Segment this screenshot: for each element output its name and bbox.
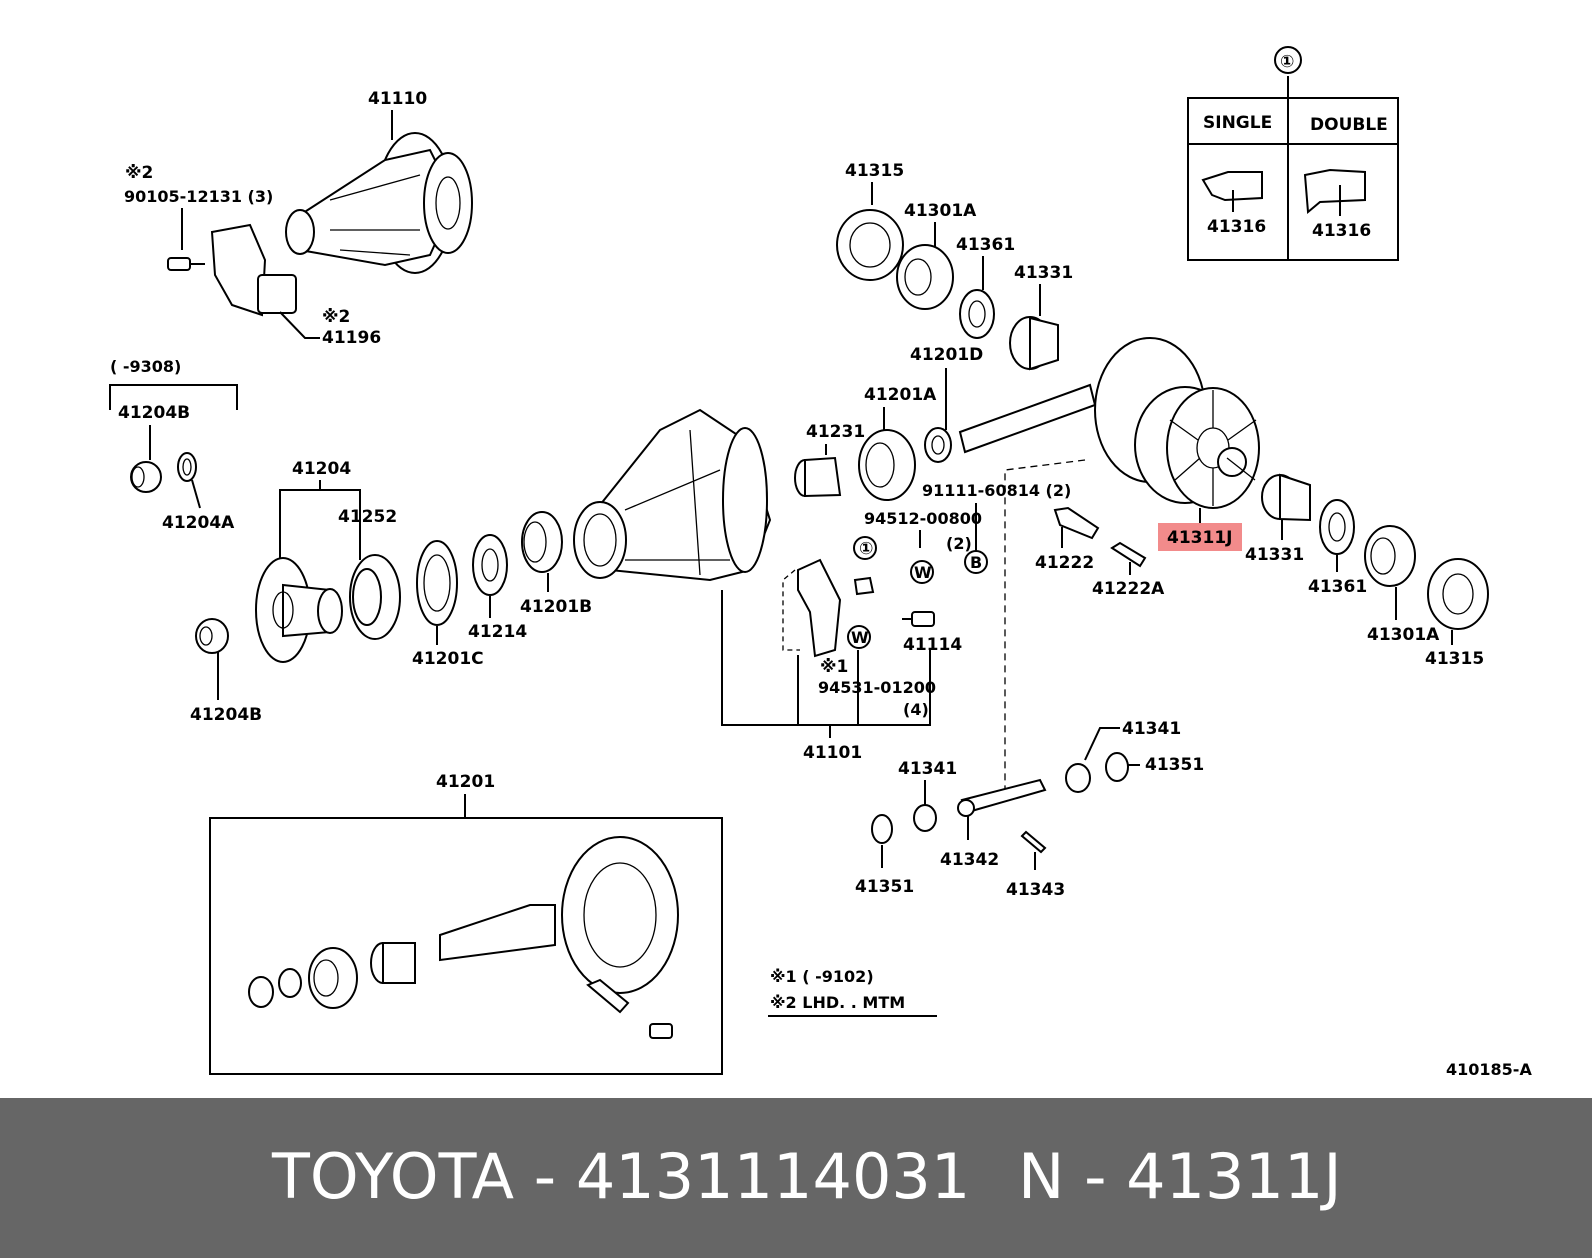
label-91111: 91111-60814 (2) xyxy=(922,481,1071,500)
bearing-41201A-left[interactable] xyxy=(858,429,916,501)
ring-gear-set-41201[interactable] xyxy=(248,836,679,1039)
label-41222A: 41222A xyxy=(1092,579,1165,599)
label-9308: ( -9308) xyxy=(110,357,181,376)
spacer-41214[interactable] xyxy=(472,534,508,596)
label-x1: ※1 xyxy=(820,657,848,677)
label-41222: 41222 xyxy=(1035,553,1094,573)
plate-marker-1[interactable] xyxy=(853,576,875,596)
label-41331-top: 41331 xyxy=(1014,263,1073,283)
shaft-41222[interactable] xyxy=(1053,506,1100,540)
carrier-assembly-41110[interactable] xyxy=(285,132,473,274)
label-94512-qty: (2) xyxy=(946,534,972,553)
differential-case-41311J[interactable] xyxy=(958,337,1260,509)
bolt-41114[interactable] xyxy=(902,611,935,627)
footer-reference: N - 41311J xyxy=(1018,1140,1342,1213)
label-41315-top: 41315 xyxy=(845,161,904,181)
housing-41101[interactable] xyxy=(573,408,772,582)
label-41342: 41342 xyxy=(940,850,999,870)
inset-double-part: 41316 xyxy=(1312,221,1371,241)
label-41204B-top: 41204B xyxy=(118,403,190,423)
washer-41204A[interactable] xyxy=(177,452,197,482)
label-41204: 41204 xyxy=(292,459,351,479)
label-41343: 41343 xyxy=(1006,880,1065,900)
label-41201B: 41201B xyxy=(520,597,592,617)
bushing-41341-right[interactable] xyxy=(1065,763,1091,793)
label-41201D: 41201D xyxy=(910,345,983,365)
label-41361-top: 41361 xyxy=(956,235,1015,255)
note-1: ※1 ( -9102) xyxy=(770,967,874,986)
label-x2-b: ※2 xyxy=(322,307,350,327)
label-94512: 94512-00800 xyxy=(864,509,982,528)
label-94531-qty: (4) xyxy=(903,700,929,719)
inset-single-label: SINGLE xyxy=(1203,113,1272,133)
label-41114: 41114 xyxy=(903,635,962,655)
highlight-41311J xyxy=(1158,523,1242,551)
ring-gear-kit-box xyxy=(209,817,723,1075)
label-90105: 90105-12131 (3) xyxy=(124,187,273,206)
seal-41252[interactable] xyxy=(349,554,401,640)
gear-41331-bottom[interactable] xyxy=(1261,473,1311,522)
label-41301A-bottom: 41301A xyxy=(1367,625,1440,645)
label-41351-left: 41351 xyxy=(855,877,914,897)
nut-41204B-bottom[interactable] xyxy=(195,618,229,654)
shim-41361-top[interactable] xyxy=(959,289,995,339)
washer-symbol-W1: W xyxy=(914,563,932,582)
footer-bar: TOYOTA - 4131114031 N - 41311J xyxy=(0,1098,1592,1258)
flange-41204[interactable] xyxy=(255,557,343,663)
shim-41361-bottom[interactable] xyxy=(1319,499,1355,555)
bracket-41196[interactable] xyxy=(210,223,297,317)
label-94531: 94531-01200 xyxy=(818,678,936,697)
sleeve-41231[interactable] xyxy=(794,456,842,498)
label-41231: 41231 xyxy=(806,422,865,442)
pin-41343[interactable] xyxy=(1020,830,1047,854)
bushing-41204B-top[interactable] xyxy=(130,461,162,493)
label-41201C: 41201C xyxy=(412,649,484,669)
footer-brand-partnumber: TOYOTA - 4131114031 xyxy=(272,1140,971,1213)
label-41196: 41196 xyxy=(322,328,381,348)
bearing-41301A-top[interactable] xyxy=(896,244,954,310)
note-2: ※2 LHD. . MTM xyxy=(770,993,905,1012)
label-41214: 41214 xyxy=(468,622,527,642)
inset-double-label: DOUBLE xyxy=(1310,115,1388,135)
label-41201: 41201 xyxy=(436,772,495,792)
label-41101: 41101 xyxy=(803,743,862,763)
pin-41222A[interactable] xyxy=(1110,541,1147,568)
label-41110: 41110 xyxy=(368,89,427,109)
bushing-41341-left[interactable] xyxy=(913,804,937,832)
label-41341-right: 41341 xyxy=(1122,719,1181,739)
bearing-41201C[interactable] xyxy=(416,540,458,626)
label-41351-right: 41351 xyxy=(1145,755,1204,775)
label-41204B-bottom: 41204B xyxy=(190,705,262,725)
inset-single-part: 41316 xyxy=(1207,217,1266,237)
parts-diagram: 41110 ※2 90105-12131 (3) ※2 41196 ( -930… xyxy=(109,46,1532,1079)
washer-symbol-W2: W xyxy=(851,628,869,647)
label-41204A: 41204A xyxy=(162,513,235,533)
bearing-41301A-bottom[interactable] xyxy=(1364,525,1416,587)
lever-41342[interactable] xyxy=(957,778,1047,817)
label-41311J: 41311J xyxy=(1167,528,1232,548)
marker-circle-1: ① xyxy=(859,539,873,559)
seal-41315-top[interactable] xyxy=(836,209,904,281)
bearing-41201B[interactable] xyxy=(521,511,563,573)
nut-41351-left[interactable] xyxy=(871,814,893,844)
nut-41351-right[interactable] xyxy=(1105,752,1129,782)
label-x2-a: ※2 xyxy=(125,163,153,183)
gear-41331-top[interactable] xyxy=(1009,316,1059,371)
label-41361-bottom: 41361 xyxy=(1308,577,1367,597)
bolt-symbol-B: B xyxy=(970,553,982,572)
label-41341-left: 41341 xyxy=(898,759,957,779)
washer-41201D[interactable] xyxy=(924,427,952,463)
inset-box xyxy=(1187,46,1399,261)
diagram-code: 410185-A xyxy=(1446,1060,1532,1079)
inset-marker: ① xyxy=(1280,52,1294,72)
label-41301A-top: 41301A xyxy=(904,201,977,221)
label-41315-bottom: 41315 xyxy=(1425,649,1484,669)
seal-41315-bottom[interactable] xyxy=(1427,558,1489,630)
label-41331-bottom: 41331 xyxy=(1245,545,1304,565)
bolt-90105[interactable] xyxy=(167,257,205,271)
label-41201A-left: 41201A xyxy=(864,385,937,405)
label-41252: 41252 xyxy=(338,507,397,527)
cover-plate-94531[interactable] xyxy=(797,558,842,658)
